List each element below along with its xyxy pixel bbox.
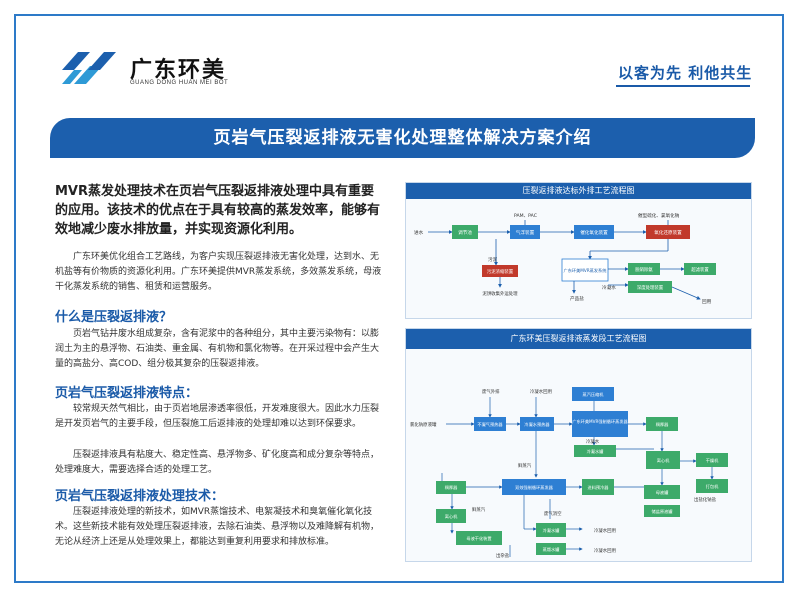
fc2-mid-label: 双效强制循环蒸发器 bbox=[515, 484, 554, 491]
fc2-salt-label: 出盐化钠盐 bbox=[694, 496, 717, 503]
slogan: 以客为先 利他共生 bbox=[618, 64, 753, 82]
flow-chart-discharge-title: 压裂返排液达标外排工艺流程图 bbox=[406, 183, 751, 199]
fc1-s2-label: 泥饼收集外运处理 bbox=[482, 290, 518, 297]
fc2-b2-label: 冷凝水预热器 bbox=[524, 421, 550, 428]
intro-paragraph: 广东环美优化组合工艺路线，为客户实现压裂返排液无害化处理，达到水、无机盐等有价物… bbox=[55, 252, 382, 292]
fc2-heat-label: 进料预冷器 bbox=[588, 484, 610, 491]
flow-chart-evaporation-diagram: 废气外排 冷凝水回用 氯化钠原液罐 冷凝水 出盐化钠盐 鲜蒸汽 出杂盐 鲜蒸汽 … bbox=[410, 387, 728, 559]
fc1-box-b6 bbox=[684, 263, 716, 275]
section-paragraph-tech: 压裂返排液处理的新技术，如MVR蒸馏技术、电絮凝技术和臭氧催化氧化技术。这些新技… bbox=[55, 507, 380, 547]
fc1-box-mvr bbox=[561, 258, 609, 282]
fc2-box-dry2 bbox=[456, 531, 502, 545]
fc2-cw-mid-label: 冷凝水 bbox=[586, 438, 600, 445]
flow-chart-evaporation: 广东环美压裂返排液蒸发段工艺流程图 bbox=[405, 328, 752, 562]
fc2-feed-label: 氯化钠原液罐 bbox=[410, 421, 437, 428]
fc2-crys2-label: 稠厚器 bbox=[445, 484, 458, 491]
fc1-b6-label: 超滤装置 bbox=[691, 266, 709, 273]
fc2-crys-label: 稠厚器 bbox=[656, 421, 669, 428]
fc2-box-cw4 bbox=[536, 543, 566, 555]
fc1-cat-label: 催型硫化、氯氧化钠 bbox=[638, 212, 680, 219]
fc2-cw1-label: 冷凝水罐 bbox=[587, 448, 605, 455]
slogan-underline bbox=[616, 85, 750, 87]
fc2-box-b1 bbox=[474, 417, 506, 431]
fc1-box-b4 bbox=[646, 225, 690, 239]
fc2-comp-label: 蒸汽压缩机 bbox=[583, 391, 605, 398]
fc2-vent-label: 废气外排 bbox=[482, 388, 500, 395]
fc1-salt-label: 产品盐 bbox=[570, 295, 584, 302]
section-paragraph-what: 页岩气钻井废水组成复杂，含有泥浆中的各种组分，其中主要污染物有：以膨润土为主的悬… bbox=[55, 329, 380, 369]
brand-pinyin: GUANG DONG HUAN MEI BOT bbox=[130, 80, 229, 86]
fc2-cw3-label: 冷凝水回用 bbox=[594, 527, 616, 534]
fc2-sm-label: 母液罐 bbox=[656, 489, 669, 496]
section-heading-tech: 页岩气压裂返排液处理技术： bbox=[55, 489, 225, 504]
fc1-pam-label: PAM、PAC bbox=[514, 213, 537, 219]
page-title: 页岩气压裂返排液无害化处理整体解决方案介绍 bbox=[213, 128, 592, 148]
fc2-box-cent2 bbox=[436, 509, 466, 523]
logo-mark-icon bbox=[62, 52, 116, 84]
brand-name: 广东环美 bbox=[130, 58, 227, 83]
fc1-sludge-label: 污泥 bbox=[488, 256, 498, 263]
fc2-box-b2 bbox=[520, 417, 554, 431]
fc1-box-b3 bbox=[574, 225, 614, 239]
fc1-box-b1 bbox=[452, 225, 478, 239]
fc1-b4-label: 氧化还原装置 bbox=[654, 229, 682, 236]
fc1-b2-label: 气浮装置 bbox=[516, 229, 535, 236]
fc2-mvr-label: 广东环美MVR强制循环蒸发器 bbox=[572, 418, 628, 425]
flow-chart-evaporation-title: 广东环美压裂返排液蒸发段工艺流程图 bbox=[406, 329, 751, 349]
fc2-box-heat bbox=[582, 479, 614, 495]
fc2-box-mid bbox=[502, 479, 566, 495]
fc2-steam-label: 鲜蒸汽 bbox=[518, 462, 532, 469]
fc1-s1-label: 污泥浓缩装置 bbox=[487, 268, 514, 275]
fc2-pack-label: 打包机 bbox=[706, 483, 719, 490]
fc1-b5-label: 脱硝除氨 bbox=[635, 266, 653, 273]
fc2-cw2-label: 冷凝水罐 bbox=[543, 527, 561, 534]
fc1-mvr-label: 广东环美MVR蒸发系统 bbox=[564, 267, 607, 274]
section-paragraph-features-1: 较常规天然气相比，由于页岩地层渗透率很低，开发难度很大。因此水力压裂是开发页岩气… bbox=[55, 404, 380, 429]
fc2-box-dry bbox=[696, 453, 728, 467]
fc2-dry2-label: 母液干化装置 bbox=[466, 535, 491, 542]
fc2-box-stor bbox=[644, 505, 680, 517]
section-paragraph-features-2: 压裂返排液具有粘度大、稳定性高、悬浮物多、矿化度高和成分复杂等特点，处理难度大，… bbox=[55, 450, 380, 475]
fc1-b1-label: 调节池 bbox=[458, 229, 472, 236]
flow-chart-discharge-diagram: 进水 PAM、PAC 催型硫化、氯氧化钠 污泥 产品盐 冷凝水 回用 调节池 气… bbox=[414, 212, 716, 305]
fc2-out-salt-label: 出杂盐 bbox=[496, 552, 510, 559]
section-heading-features: 页岩气压裂返排液特点： bbox=[55, 386, 199, 401]
fc2-box-crys2 bbox=[436, 481, 466, 494]
fc2-box-cent bbox=[646, 451, 680, 469]
fc1-b7-label: 深度处理装置 bbox=[637, 284, 664, 291]
fc1-box-b2 bbox=[510, 225, 540, 239]
fc1-b3-label: 催化氧化装置 bbox=[580, 229, 608, 236]
fc2-cw-top-label: 冷凝水回用 bbox=[530, 388, 552, 395]
fc2-cw5-label: 冷凝水回用 bbox=[594, 547, 616, 554]
fc2-box-crys bbox=[646, 417, 678, 431]
fc2-box-mvr bbox=[572, 411, 628, 437]
fc1-cond-label: 冷凝水 bbox=[602, 284, 616, 291]
fc2-gas-label: 废气消空 bbox=[544, 510, 562, 517]
fc2-cent-label: 离心机 bbox=[657, 457, 670, 464]
fc2-cw4-label: 蒸馏水罐 bbox=[543, 546, 561, 553]
fc1-box-b5 bbox=[628, 263, 660, 275]
fc1-out-label: 回用 bbox=[702, 299, 712, 305]
fc2-b1-label: 不凝气预热器 bbox=[477, 421, 503, 428]
fc2-dry-label: 干燥机 bbox=[706, 457, 719, 464]
fc1-inlet-label: 进水 bbox=[414, 229, 424, 236]
fc2-box-sm bbox=[644, 485, 680, 499]
intro-text: MVR蒸发处理技术在页岩气压裂返排液处理中具有重要的应用。该技术的优点在于具有较… bbox=[55, 184, 381, 237]
fc2-box-cw1 bbox=[574, 445, 616, 457]
fc2-box-cw2 bbox=[536, 523, 566, 537]
fc1-box-b7 bbox=[628, 281, 672, 293]
fc2-box-pack bbox=[696, 479, 728, 493]
page-frame bbox=[14, 14, 784, 583]
brand-logo: 广东环美 GUANG DONG HUAN MEI BOT bbox=[60, 48, 260, 98]
fc1-box-s1 bbox=[482, 265, 518, 277]
flow-chart-discharge: 压裂返排液达标外排工艺流程图 进水 PAM、PAC 催型硫化、氯氧化钠 污泥 产… bbox=[405, 182, 752, 319]
fc2-steam2-label: 鲜蒸汽 bbox=[472, 506, 486, 513]
fc2-stor-label: 储盐原液罐 bbox=[652, 508, 674, 515]
section-heading-what: 什么是压裂返排液？ bbox=[55, 310, 173, 325]
fc2-cent2-label: 离心机 bbox=[445, 513, 458, 520]
fc2-box-comp bbox=[572, 387, 614, 401]
title-banner: 页岩气压裂返排液无害化处理整体解决方案介绍 bbox=[50, 118, 755, 158]
